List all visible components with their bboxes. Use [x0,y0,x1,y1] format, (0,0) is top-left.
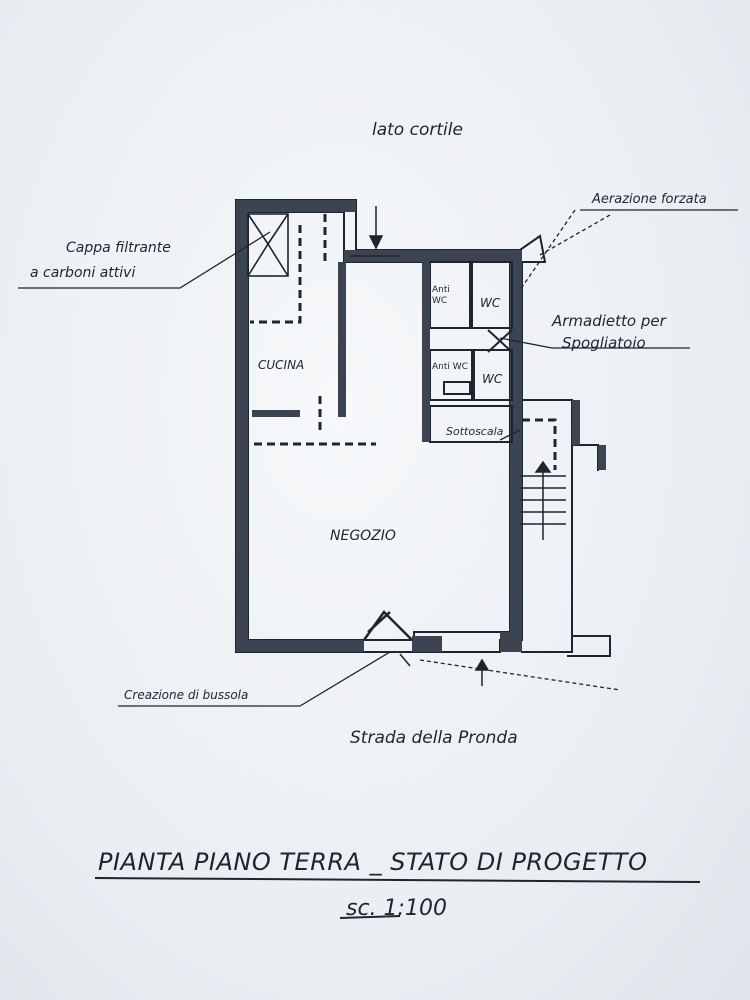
stair-wall [521,399,611,657]
drawing-title: PIANTA PIANO TERRA _ STATO DI PROGETTO [98,848,648,876]
outer-wall [235,199,547,653]
forced-ventilation-label: Aerazione forzata [592,192,707,207]
bottom-pier-right [500,632,522,652]
bottom-wall-left [236,640,364,652]
top-right-wall [344,250,522,262]
kitchen-partition [338,262,346,417]
street-label: Strada della Pronda [350,728,518,748]
room-antiwc-upper: Anti WC [432,285,450,306]
room-understairs: Sottoscala [446,425,504,438]
room-wc-lower: WC [482,372,503,386]
hood-leader [18,231,271,289]
room-wc-upper: WC [480,296,501,310]
cabinet-label-line1: Armadietto per [552,312,666,330]
courtyard-side-label: lato cortile [372,120,463,140]
drawing-scale: sc. 1:100 [346,896,447,921]
left-wall [236,200,248,652]
hood-label-line1: Cappa filtrante [66,240,171,256]
vestibule-leader [118,651,391,707]
vestibule-label: Creazione di bussola [124,688,249,702]
hood-symbol [247,213,289,277]
room-shop: NEGOZIO [330,528,396,544]
cabinet-label-line2: Spogliatoio [562,334,646,352]
bottom-pier [412,636,442,652]
vestibule-door [362,610,413,641]
room-antiwc-lower: Anti WC [432,362,468,372]
top-arrow [368,235,384,250]
top-wall [236,200,356,212]
stairs [520,460,566,540]
hood-label-line2: a carboni attivi [30,265,136,281]
bottom-arrow [474,658,490,671]
room-kitchen: CUCINA [258,358,305,372]
